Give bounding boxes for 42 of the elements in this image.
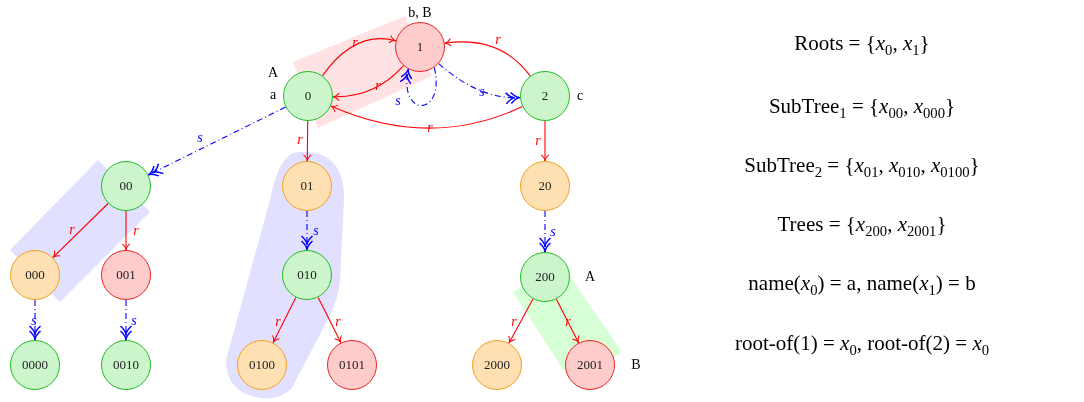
edge-label: s bbox=[197, 131, 203, 145]
edge-label: s bbox=[131, 314, 137, 328]
edge-label: r bbox=[427, 121, 433, 135]
edge-label: r bbox=[511, 315, 517, 329]
edge-label: s bbox=[31, 314, 37, 328]
node-circle: 00 bbox=[101, 161, 151, 211]
node-circle: 0101 bbox=[327, 340, 377, 390]
node-circle: 2 bbox=[520, 71, 570, 121]
edge-label: s bbox=[550, 225, 556, 239]
node-circle: 20 bbox=[520, 161, 570, 211]
edge-label: s bbox=[313, 224, 319, 238]
edge-label: r bbox=[495, 33, 501, 47]
formula-text: Roots = {x$_{0}$, x$_{1}$} bbox=[793, 30, 931, 60]
formula-text: root-of(1) = x$_{0}$, root-of(2) = x$_{0}$ bbox=[733, 330, 991, 360]
node-annotation: c bbox=[576, 88, 584, 104]
formula-text: name(x$_{0}$) = a, name(x$_{1}$) = b bbox=[747, 270, 977, 300]
node-circle: 0000 bbox=[10, 340, 60, 390]
formula-text: SubTree$_{1}$ = {x$_{00}$, x$_{000}$} bbox=[767, 93, 957, 123]
edge-label: s bbox=[395, 94, 401, 108]
edge-label: r bbox=[352, 36, 358, 50]
node-annotation: b, B bbox=[408, 5, 432, 21]
node-circle: 200 bbox=[520, 252, 570, 302]
edge-label: r bbox=[69, 223, 75, 237]
node-annotation: B bbox=[631, 357, 641, 373]
edge-label: s bbox=[479, 85, 485, 99]
node-circle: 2000 bbox=[472, 340, 522, 390]
formula-text: Trees = {x$_{200}$, x$_{2001}$} bbox=[776, 211, 948, 241]
node-circle: 001 bbox=[101, 250, 151, 300]
node-annotation: A bbox=[584, 269, 596, 285]
node-circle: 0 bbox=[283, 71, 333, 121]
node-annotation: A bbox=[267, 65, 279, 81]
edge-label: r bbox=[375, 79, 381, 93]
formula-text: SubTree$_{2}$ = {x$_{01}$, x$_{010}$, x$_{0100}$} bbox=[743, 152, 981, 182]
edge-label: r bbox=[133, 224, 139, 238]
edge-label: r bbox=[335, 315, 341, 329]
edge-label: r bbox=[535, 134, 541, 148]
node-circle: 0010 bbox=[101, 340, 151, 390]
edge-label: r bbox=[565, 315, 571, 329]
node-circle: 000 bbox=[10, 250, 60, 300]
edge-label: r bbox=[275, 315, 281, 329]
edge-label: r bbox=[297, 133, 303, 147]
node-annotation: a bbox=[269, 87, 277, 103]
